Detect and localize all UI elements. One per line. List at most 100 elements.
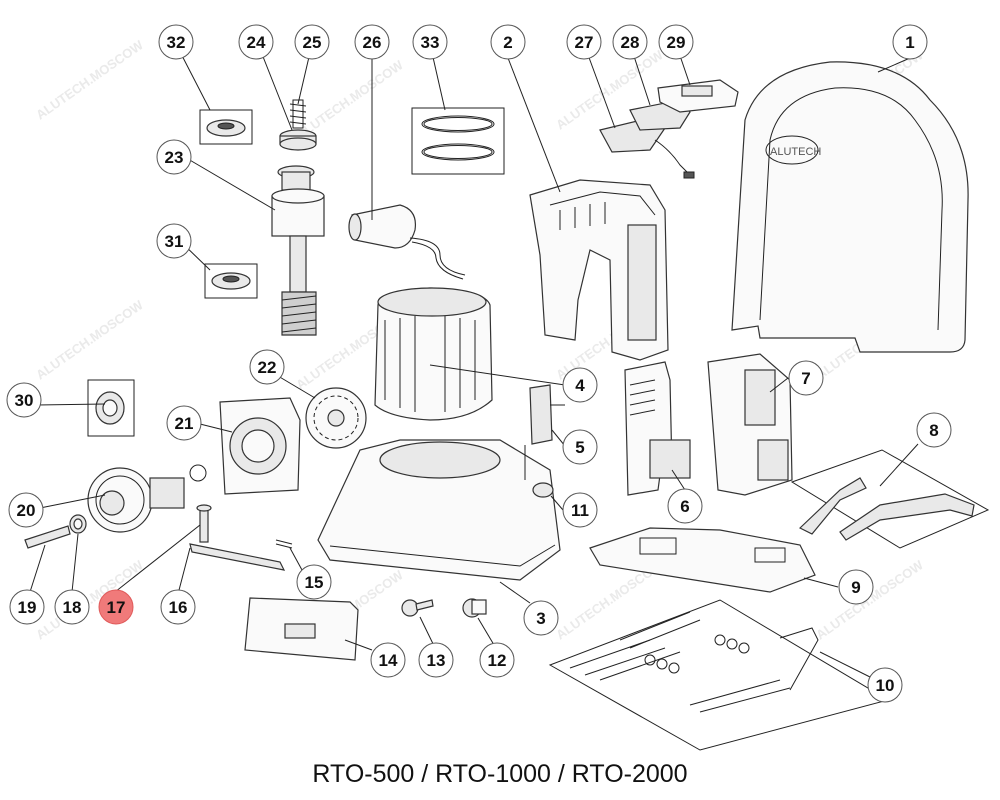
part-9-base-plate [589, 527, 816, 593]
part-22-gear [305, 387, 367, 449]
callout-30[interactable]: 30 [6, 382, 42, 418]
callout-label: 18 [63, 598, 82, 617]
callout-label: 33 [421, 33, 440, 52]
part-30-seal [87, 379, 135, 437]
watermark-text: ALUTECH.MOSCOW [813, 557, 926, 643]
callout-label: 19 [18, 598, 37, 617]
part-26-capacitor [348, 204, 466, 280]
callout-label: 21 [175, 414, 194, 433]
callout-label: 10 [876, 676, 895, 695]
callout-label: 26 [363, 33, 382, 52]
watermark-text: ALUTECH.MOSCOW [33, 37, 146, 123]
part-4-motor [374, 287, 493, 421]
callout-label: 20 [17, 501, 36, 520]
callout-label: 31 [165, 232, 184, 251]
diagram-title: RTO-500 / RTO-1000 / RTO-2000 [312, 760, 687, 788]
callout-5[interactable]: 5 [562, 429, 598, 465]
part-21-flange [219, 397, 301, 495]
callout-23[interactable]: 23 [156, 139, 192, 175]
part-1-cover: ALUTECH [731, 61, 969, 353]
callout-22[interactable]: 22 [249, 349, 285, 385]
callout-16[interactable]: 16 [160, 589, 196, 625]
part-12-lock [462, 598, 487, 618]
callout-21[interactable]: 21 [166, 405, 202, 441]
callout-7[interactable]: 7 [788, 360, 824, 396]
part-6-controller [624, 361, 691, 496]
callout-label: 4 [575, 376, 585, 395]
callout-label: 22 [258, 358, 277, 377]
callout-label: 14 [379, 651, 398, 670]
callout-label: 28 [621, 33, 640, 52]
watermark-text: ALUTECH.MOSCOW [293, 57, 406, 143]
callout-32[interactable]: 32 [158, 24, 194, 60]
callout-11[interactable]: 11 [562, 492, 598, 528]
callout-13[interactable]: 13 [418, 642, 454, 678]
callout-9[interactable]: 9 [838, 569, 874, 605]
part-24-bushing [279, 129, 317, 151]
callout-label: 24 [247, 33, 266, 52]
callout-label: 25 [303, 33, 322, 52]
callout-label: 5 [575, 438, 584, 457]
part-31-bearing [204, 263, 258, 299]
callout-label: 16 [169, 598, 188, 617]
watermark-text: ALUTECH.MOSCOW [33, 297, 146, 383]
part-23-worm-shaft [271, 165, 325, 336]
part-7-module [707, 353, 793, 496]
callout-1[interactable]: 1 [892, 24, 928, 60]
part-8-brackets [790, 449, 990, 549]
callout-25[interactable]: 25 [294, 24, 330, 60]
part-18-washer [69, 514, 87, 534]
callout-17-highlighted[interactable]: 17 [98, 589, 134, 625]
part-14-plate [244, 597, 359, 661]
callout-label: 1 [905, 33, 914, 52]
callout-8[interactable]: 8 [916, 412, 952, 448]
callout-label: 9 [851, 578, 860, 597]
part-20-drive-gear [87, 464, 207, 533]
part-29-display [657, 79, 739, 113]
callout-label: 23 [165, 148, 184, 167]
brand-logo: ALUTECH [770, 146, 821, 158]
callout-label: 32 [167, 33, 186, 52]
callout-label: 29 [667, 33, 686, 52]
callout-label: 15 [305, 573, 324, 592]
callout-label: 2 [503, 33, 512, 52]
callout-label: 12 [488, 651, 507, 670]
callout-3[interactable]: 3 [523, 600, 559, 636]
callout-15[interactable]: 15 [296, 564, 332, 600]
callout-19[interactable]: 19 [9, 589, 45, 625]
part-16-lever [189, 543, 286, 571]
callout-18[interactable]: 18 [54, 589, 90, 625]
part-11-gland [532, 482, 554, 498]
part-5-bracket [524, 384, 565, 480]
part-17-screw [196, 504, 212, 543]
callout-label: 6 [680, 497, 689, 516]
callout-27[interactable]: 27 [566, 24, 602, 60]
callout-label: 27 [575, 33, 594, 52]
callout-label: 11 [571, 501, 589, 520]
part-32-bearing [199, 109, 253, 145]
callout-12[interactable]: 12 [479, 642, 515, 678]
callout-6[interactable]: 6 [667, 488, 703, 524]
callout-28[interactable]: 28 [612, 24, 648, 60]
callout-33[interactable]: 33 [412, 24, 448, 60]
callout-29[interactable]: 29 [658, 24, 694, 60]
callout-24[interactable]: 24 [238, 24, 274, 60]
callout-label: 8 [929, 421, 938, 440]
callout-label: 7 [801, 369, 810, 388]
callout-label: 13 [427, 651, 446, 670]
callout-10[interactable]: 10 [867, 667, 903, 703]
part-19-pin [24, 525, 71, 549]
callout-14[interactable]: 14 [370, 642, 406, 678]
callout-26[interactable]: 26 [354, 24, 390, 60]
callout-20[interactable]: 20 [8, 492, 44, 528]
callout-label: 17 [107, 598, 126, 617]
callout-2[interactable]: 2 [490, 24, 526, 60]
callout-label: 3 [536, 609, 545, 628]
part-33-o-rings [411, 107, 505, 175]
callout-4[interactable]: 4 [562, 367, 598, 403]
part-3-base [317, 439, 561, 581]
callout-31[interactable]: 31 [156, 223, 192, 259]
part-2-frame [529, 179, 669, 361]
part-25-spring [289, 99, 307, 129]
